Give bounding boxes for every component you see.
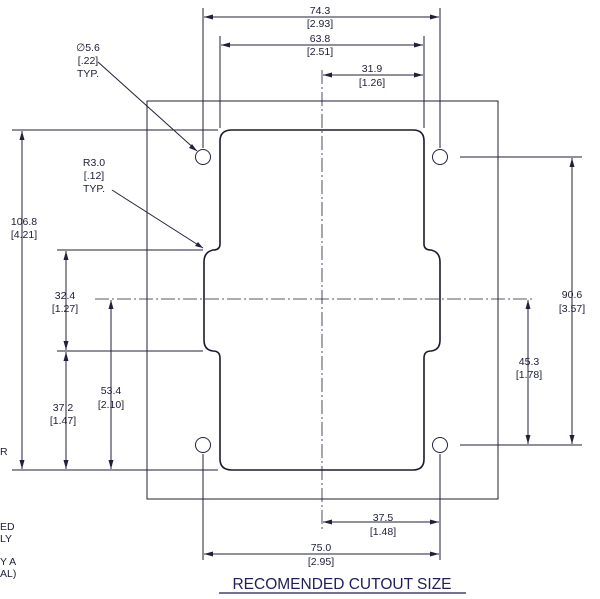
extension-lines bbox=[12, 8, 582, 560]
dim-bottom-overall: 75.0 bbox=[311, 542, 332, 554]
dimension-lines bbox=[19, 14, 575, 557]
mounting-hole-bottom-left bbox=[195, 437, 211, 453]
dim-left-lower-in: [1.47] bbox=[50, 415, 76, 427]
hole-typ-callout: TYP. bbox=[77, 68, 99, 80]
cutout-outline bbox=[203, 129, 441, 471]
dim-top-half-in: [1.26] bbox=[359, 77, 385, 89]
dim-top-overall-in: [2.93] bbox=[307, 18, 333, 30]
dimension-labels: 74.3 [2.93] 63.8 [2.51] 31.9 [1.26] 106.… bbox=[11, 5, 585, 568]
edge-fragment-ed: ED bbox=[0, 521, 15, 533]
dim-top-cutout-in: [2.51] bbox=[307, 46, 333, 58]
dim-top-overall: 74.3 bbox=[310, 5, 331, 17]
cropped-edge-text: R ED LY Y A AL) bbox=[0, 446, 16, 580]
dim-bottom-overall-in: [2.95] bbox=[308, 556, 334, 568]
edge-fragment-r: R bbox=[0, 446, 8, 458]
dim-left-height: 106.8 bbox=[11, 216, 37, 228]
hole-dia-callout: ∅5.6 bbox=[76, 42, 100, 54]
edge-fragment-al: AL) bbox=[0, 568, 16, 580]
dim-left-notch-in: [1.27] bbox=[52, 303, 78, 315]
radius-typ-callout: TYP. bbox=[83, 183, 105, 195]
dim-bottom-half: 37.5 bbox=[373, 512, 394, 524]
drawing-title: RECOMENDED CUTOUT SIZE bbox=[232, 576, 451, 593]
dim-left-center: 53.4 bbox=[101, 385, 122, 397]
edge-fragment-ya: Y A bbox=[0, 556, 16, 568]
dim-left-height-in: [4.21] bbox=[11, 229, 37, 241]
dim-left-lower: 37.2 bbox=[53, 402, 74, 414]
leader-lines bbox=[97, 61, 204, 249]
radius-callout: R3.0 bbox=[83, 157, 105, 169]
hole-dia-in-callout: [.22] bbox=[78, 55, 99, 67]
panel-outline bbox=[146, 100, 499, 500]
radius-in-callout: [.12] bbox=[84, 170, 105, 182]
callout-labels: ∅5.6 [.22] TYP. R3.0 [.12] TYP. bbox=[76, 42, 105, 195]
dim-right-holes: 90.6 bbox=[562, 289, 583, 301]
edge-fragment-ly: LY bbox=[0, 533, 12, 545]
dim-bottom-half-in: [1.48] bbox=[370, 526, 396, 538]
dim-left-notch: 32.4 bbox=[55, 290, 76, 302]
dim-right-holes-in: [3.57] bbox=[559, 303, 585, 315]
dim-right-half: 45.3 bbox=[519, 356, 540, 368]
dim-top-half: 31.9 bbox=[362, 63, 383, 75]
mounting-hole-bottom-right bbox=[432, 437, 448, 453]
dim-top-cutout: 63.8 bbox=[310, 33, 331, 45]
dim-right-half-in: [1.78] bbox=[516, 369, 542, 381]
mounting-hole-top-left bbox=[195, 149, 211, 165]
mounting-hole-top-right bbox=[432, 149, 448, 165]
dim-left-center-in: [2.10] bbox=[98, 399, 124, 411]
